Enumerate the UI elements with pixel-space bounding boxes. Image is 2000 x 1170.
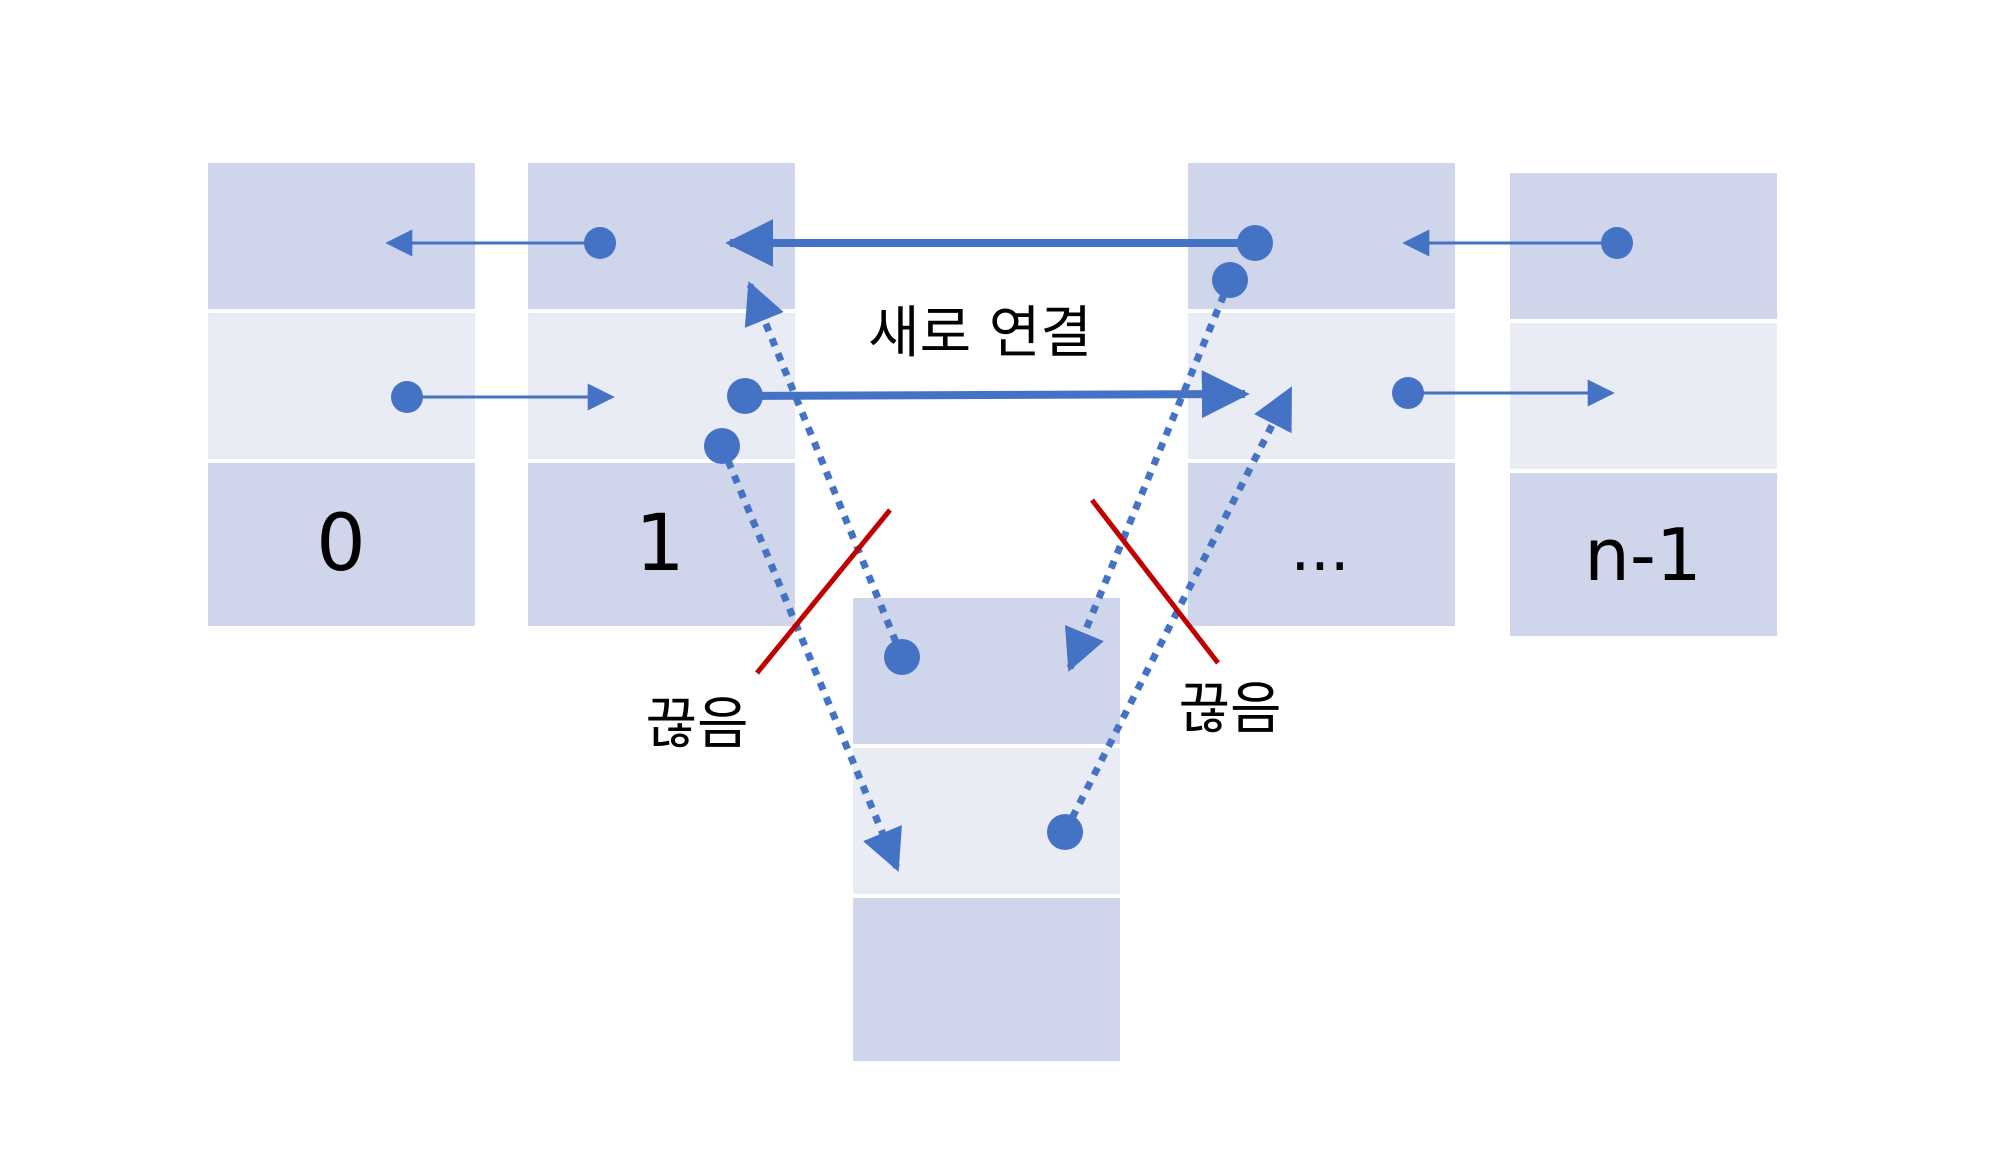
middle-prev-pointer-dot	[1237, 225, 1273, 261]
node-last-prev-cell	[1510, 173, 1777, 319]
node1-prev-pointer-dot	[584, 227, 616, 259]
node-0-prev-cell	[208, 163, 475, 309]
middle-prev-to-removed-dotted-arrow	[1064, 278, 1234, 672]
node0-next-pointer-dot	[391, 381, 423, 413]
node-last-label: n-1	[1584, 513, 1701, 597]
cut-marks	[755, 498, 1220, 675]
node-1-data-cell	[528, 463, 795, 626]
node-last-data-cell	[1510, 473, 1777, 636]
new-links	[725, 219, 1273, 419]
node-removed-data-cell	[853, 898, 1120, 1061]
node-0-label: 0	[316, 499, 366, 589]
removed-next-pointer-dot	[1047, 814, 1083, 850]
node1-next-to-removed-dotted-arrow	[718, 444, 902, 872]
node1-next-old-pointer-dot	[704, 428, 740, 464]
node-0-next-cell	[208, 313, 475, 459]
removed-prev-pointer-dot	[884, 639, 920, 675]
node-middle-label: ...	[1290, 512, 1349, 585]
cut-mark-right	[1090, 498, 1220, 665]
nodelast-prev-pointer-dot	[1601, 227, 1633, 259]
node-0-data-cell	[208, 463, 475, 626]
new-next-link-arrow	[744, 370, 1250, 419]
removed-prev-to-node1-dotted-arrow	[744, 281, 906, 659]
node-removed-next-cell	[853, 748, 1120, 894]
node-last-next-cell	[1510, 323, 1777, 469]
existing-links	[385, 227, 1633, 413]
node-middle-data-cell	[1188, 463, 1455, 626]
cut-mark-left	[755, 508, 892, 675]
node-1-prev-cell	[528, 163, 795, 309]
new-link-label: 새로 연결	[868, 301, 1092, 366]
middle-prev-old-pointer-dot	[1212, 262, 1248, 298]
node-1-label: 1	[635, 499, 685, 589]
node-0: 0	[208, 163, 475, 626]
middle-next-pointer-dot	[1392, 377, 1424, 409]
cut-label-right: 끊음	[1178, 677, 1281, 742]
node1-next-pointer-dot	[727, 378, 763, 414]
node-last: n-1	[1510, 173, 1777, 636]
cut-label-left: 끊음	[645, 692, 748, 757]
